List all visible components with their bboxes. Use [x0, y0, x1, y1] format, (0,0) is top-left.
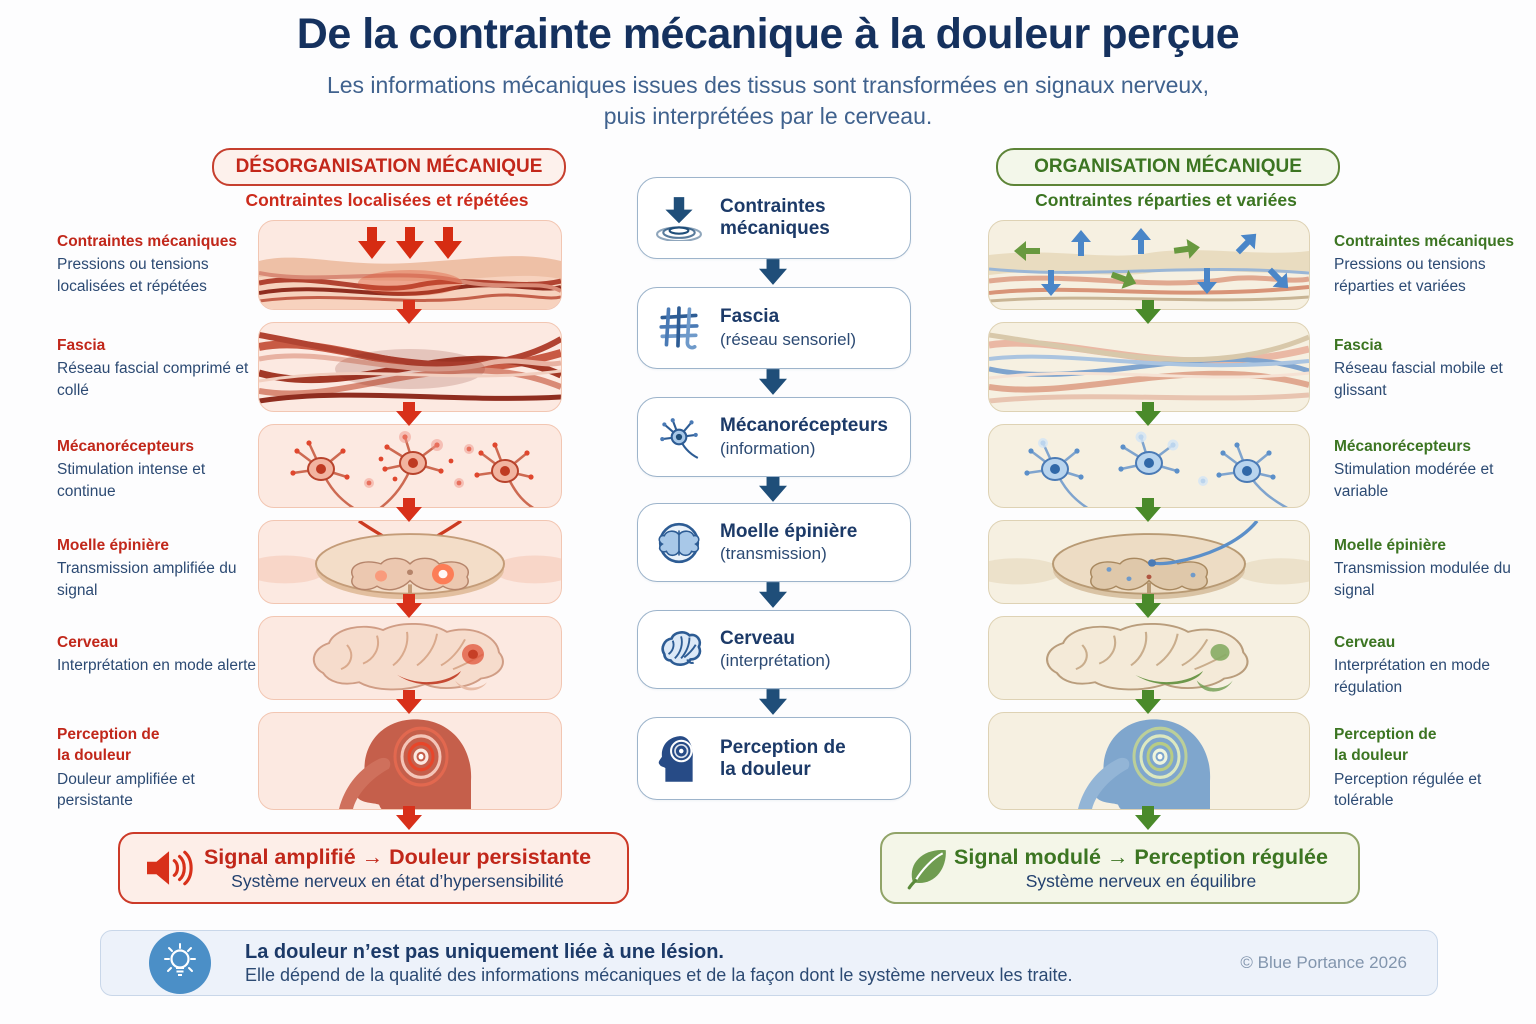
down-arrow-icon	[396, 402, 422, 426]
left-step-label-contraintes: Contraintes mécaniques Pressions ou tens…	[57, 233, 238, 295]
right-step-label-mecanorecepteurs: Mécanorécepteurs Stimulation modérée et …	[1334, 438, 1494, 500]
brain-alert-illustration	[258, 616, 562, 700]
down-arrow-icon	[1135, 498, 1161, 522]
left-banner-subline: Système nerveux en état d’hypersensibili…	[231, 870, 564, 891]
fascia-compressed-illustration	[258, 322, 562, 412]
spinal-cord-modulated-illustration	[988, 520, 1310, 604]
brain-regulation-illustration	[988, 616, 1310, 700]
down-arrow-icon	[759, 582, 787, 608]
left-result-banner: Signal amplifié → Douleur persistante Sy…	[118, 832, 629, 904]
tissue-compressed-illustration	[258, 220, 562, 310]
brain-icon	[638, 627, 720, 673]
mesh-icon	[638, 305, 720, 351]
down-arrow-icon	[396, 300, 422, 324]
head-profile-icon	[638, 734, 720, 784]
left-step-label-cerveau: Cerveau Interprétation en mode alerte	[57, 634, 257, 675]
left-step-label-perception: Perception de la douleur Douleur amplifi…	[57, 726, 195, 810]
fascia-mobile-illustration	[988, 322, 1310, 412]
tissue-organized-illustration	[988, 220, 1310, 310]
center-step-cerveau: Cerveau (interprétation)	[637, 610, 911, 689]
right-step-label-contraintes: Contraintes mécaniques Pressions ou tens…	[1334, 233, 1515, 295]
left-column-subheader: Contraintes localisées et répétées	[245, 190, 529, 210]
center-step-perception: Perception de la douleur	[637, 717, 911, 800]
right-banner-subline: Système nerveux en équilibre	[1025, 870, 1257, 891]
center-step-contraintes: Contraintes mécaniques	[637, 177, 911, 259]
spinal-cord-icon	[638, 520, 720, 566]
down-arrow-icon	[759, 476, 787, 502]
head-regulated-illustration	[988, 712, 1310, 810]
down-arrow-icon	[759, 689, 787, 715]
down-arrow-icon	[396, 498, 422, 522]
down-arrow-icon	[1135, 300, 1161, 324]
right-result-banner: Signal modulé → Perception régulée Systè…	[880, 832, 1360, 904]
impact-icon	[638, 195, 720, 241]
right-banner-headline: Signal modulé → Perception régulée	[954, 844, 1328, 869]
footer-headline: La douleur n’est pas uniquement liée à u…	[245, 940, 724, 963]
center-step-fascia: Fascia (réseau sensoriel)	[637, 287, 911, 369]
right-step-label-moelle: Moelle épinière Transmission modulée du …	[1334, 537, 1511, 599]
right-step-label-fascia: Fascia Réseau fascial mobile et glissant	[1334, 337, 1503, 399]
left-step-label-moelle: Moelle épinière Transmission amplifiée d…	[57, 537, 237, 599]
receptors-moderate-illustration	[988, 424, 1310, 508]
right-step-label-cerveau: Cerveau Interprétation en mode régulatio…	[1334, 634, 1490, 696]
left-column-header-badge: DÉSORGANISATION MÉCANIQUE	[212, 148, 566, 186]
page-subtitle-line1: Les informations mécaniques issues des t…	[326, 72, 1210, 98]
center-step-moelle: Moelle épinière (transmission)	[637, 503, 911, 582]
down-arrow-icon	[1135, 690, 1161, 714]
head-pain-illustration	[258, 712, 562, 810]
down-arrow-icon	[1135, 402, 1161, 426]
spinal-cord-amplified-illustration	[258, 520, 562, 604]
down-arrow-icon	[759, 369, 787, 395]
left-step-label-fascia: Fascia Réseau fascial comprimé et collé	[57, 337, 249, 399]
down-arrow-icon	[396, 594, 422, 618]
left-step-label-mecanorecepteurs: Mécanorécepteurs Stimulation intense et …	[57, 438, 206, 500]
speaker-icon	[142, 847, 194, 889]
footer-body: Elle dépend de la qualité des informatio…	[245, 964, 1073, 985]
center-step-mecanorecepteurs: Mécanorécepteurs (information)	[637, 397, 911, 477]
page-title: De la contrainte mécanique à la douleur …	[296, 10, 1240, 58]
down-arrow-icon	[396, 690, 422, 714]
footer-note: La douleur n’est pas uniquement liée à u…	[100, 930, 1438, 996]
copyright-text: © Blue Portance 2026	[1240, 953, 1407, 972]
right-column-subheader: Contraintes réparties et variées	[1035, 190, 1297, 210]
neuron-icon	[638, 414, 720, 460]
left-banner-headline: Signal amplifié → Douleur persistante	[203, 844, 592, 869]
down-arrow-icon	[1135, 806, 1161, 830]
down-arrow-icon	[396, 806, 422, 830]
leaf-icon	[904, 845, 950, 891]
down-arrow-icon	[1135, 594, 1161, 618]
lightbulb-icon	[149, 932, 211, 994]
right-step-label-perception: Perception de la douleur Perception régu…	[1334, 726, 1482, 810]
down-arrow-icon	[759, 259, 787, 285]
page-subtitle-line2: puis interprétées par le cerveau.	[603, 103, 933, 129]
right-column-header-badge: ORGANISATION MÉCANIQUE	[996, 148, 1340, 186]
receptors-intense-illustration	[258, 424, 562, 508]
